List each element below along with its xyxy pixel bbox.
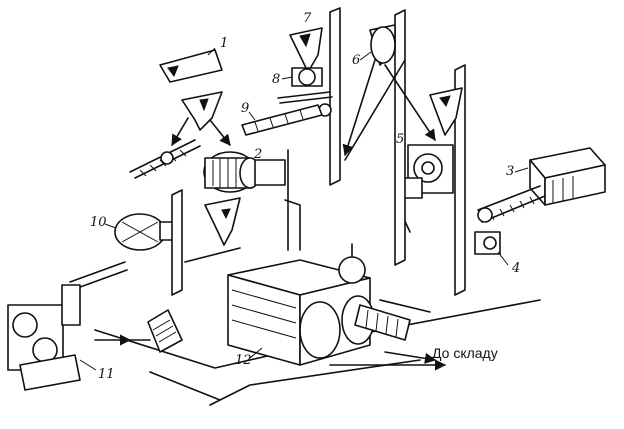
drum-mill-2 <box>203 151 286 246</box>
callout-8: 8 <box>272 72 280 87</box>
callout-3: 3 <box>506 164 514 179</box>
cyclone-column-6 <box>342 9 436 266</box>
callout-6: 6 <box>352 53 360 68</box>
callout-2: 2 <box>253 147 262 162</box>
flow-arrows <box>94 334 447 371</box>
callout-7: 7 <box>303 11 312 26</box>
engine-11 <box>7 284 81 391</box>
belt-conveyor-4 <box>474 185 546 255</box>
callout-10: 10 <box>90 215 107 230</box>
warehouse-3 <box>529 147 606 206</box>
callout-12: 12 <box>235 353 252 368</box>
callout-1: 1 <box>220 36 228 51</box>
callout-4: 4 <box>511 261 520 276</box>
callout-9: 9 <box>241 101 249 116</box>
hopper-column-7 <box>289 7 341 186</box>
destination-label: До складу <box>432 345 498 361</box>
callout-labels: 1 2 3 4 5 6 7 8 9 10 11 12 <box>79 11 529 382</box>
rail-cart <box>160 151 174 165</box>
callout-5: 5 <box>396 132 404 147</box>
screw-conveyor-9 <box>241 104 323 136</box>
drive-unit-10 <box>69 189 241 296</box>
rail-track <box>129 139 201 179</box>
feeder-hopper-1 <box>159 49 231 146</box>
drier-12 <box>227 243 411 366</box>
press-unit <box>147 309 183 353</box>
callout-11: 11 <box>98 367 115 382</box>
